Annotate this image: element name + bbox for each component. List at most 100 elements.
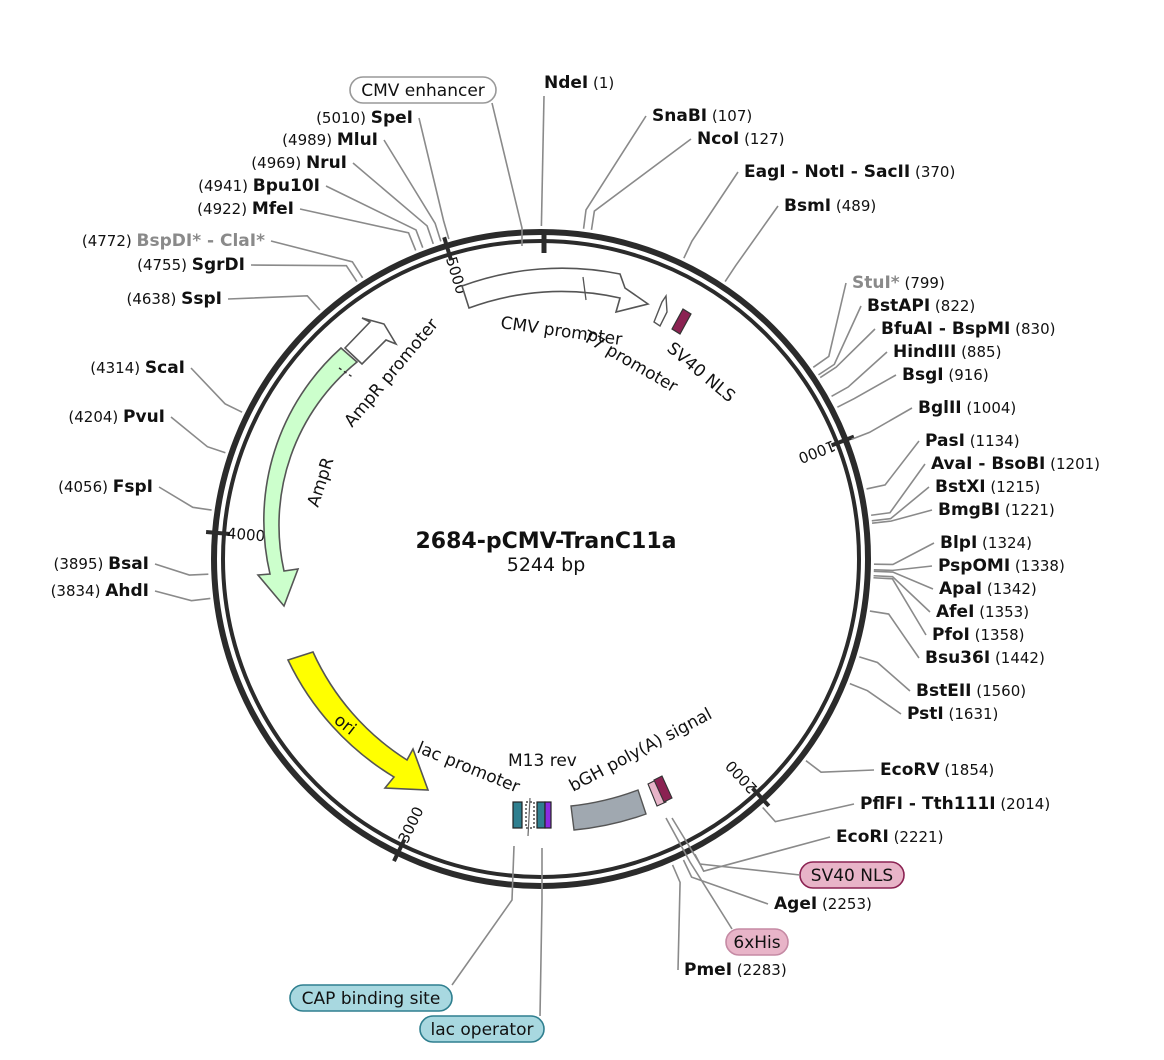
enzyme-name: BfuAI [881, 319, 933, 339]
leader-BmgBI [871, 509, 933, 524]
site-label-BstXI: BstXI (1215) [935, 477, 1040, 497]
site-position: (5010) [316, 109, 371, 127]
site-position: (4204) [68, 408, 123, 426]
site-label-BspDI*-ClaI*: (4772) BspDI* - ClaI* [82, 231, 265, 251]
tick-label-4000: 4000 [226, 524, 266, 545]
enzyme-name: Bsu36I [925, 648, 990, 668]
site-position: (1342) [982, 580, 1037, 598]
site-label-StuI*: StuI* (799) [852, 273, 945, 293]
site-label-BmgBI: BmgBI (1221) [938, 500, 1055, 520]
enzyme-name: PmeI [684, 960, 732, 980]
site-position: (1201) [1045, 455, 1100, 473]
backbone-outer-ring [211, 229, 871, 889]
enzyme-name: PasI [925, 431, 965, 451]
ampr-promoter-label: AmpR promoter [341, 315, 443, 431]
leader-BfuAI [819, 328, 876, 379]
site-label-SspI: (4638) SspI [126, 289, 222, 309]
enzyme-name: HindIII [893, 342, 956, 362]
site-leader-lines [154, 95, 935, 971]
site-position: (4969) [251, 154, 306, 172]
enzyme-name: BstEII [916, 681, 971, 701]
cmv-enhancer-label: CMV enhancer [361, 81, 485, 101]
leader-SnaBI [582, 115, 647, 229]
site-label-HindIII: HindIII (885) [893, 342, 1001, 362]
enzyme-name: ClaI* [220, 231, 265, 251]
enzyme-name: EcoRV [880, 760, 940, 780]
t7-promoter-arrow [653, 293, 668, 328]
tick-mark-4000 [205, 530, 231, 536]
backbone-inner-ring [221, 239, 861, 879]
enzyme-name: BspDI* [137, 231, 202, 251]
leader-ScaI [190, 367, 243, 413]
enzyme-name: ScaI [145, 358, 185, 378]
site-position: (107) [707, 107, 752, 125]
ampr-arrow [256, 346, 359, 608]
site-label-EagI-NotI-SacII: EagI - NotI - SacII (370) [744, 162, 955, 182]
site-label-NdeI: NdeI (1) [544, 73, 614, 93]
his-pill-leader [665, 817, 733, 930]
site-label-EcoRI: EcoRI (2221) [836, 827, 943, 847]
lac-promoter-label: lac promoter [414, 738, 522, 797]
enzyme-name: PstI [907, 704, 944, 724]
site-label-MfeI: (4922) MfeI [197, 199, 294, 219]
enzyme-name: BspMI [952, 319, 1011, 339]
enzyme-name: ApaI [939, 579, 982, 599]
leader-BglII [851, 407, 913, 441]
bgh-polya-box [570, 789, 647, 831]
site-label-PasI: PasI (1134) [925, 431, 1020, 451]
site-label-AvaI-BsoBI: AvaI - BsoBI (1201) [931, 454, 1100, 474]
site-label-NruI: (4969) NruI [251, 153, 347, 173]
site-position: (1353) [974, 603, 1029, 621]
site-position: (1854) [940, 761, 995, 779]
site-label-BglII: BglII (1004) [918, 398, 1016, 418]
site-position: (1215) [986, 478, 1041, 496]
enzyme-name: NotI [805, 162, 845, 182]
enzyme-name: SacII [864, 162, 910, 182]
cmv-enhancer-leader [491, 102, 523, 246]
site-label-BstEII: BstEII (1560) [916, 681, 1026, 701]
m13-tick [527, 797, 531, 837]
tick-mark-5000 [442, 236, 453, 261]
enzyme-name: StuI* [852, 273, 900, 293]
t7-promoter-label: T7 promoter [579, 327, 681, 398]
lac-operator-leader [539, 848, 543, 1017]
site-label-SnaBI: SnaBI (107) [652, 106, 752, 126]
tick-label-2000: 2000 [722, 757, 761, 797]
leader-Bsu36I [869, 610, 920, 659]
site-label-NcoI: NcoI (127) [697, 129, 784, 149]
site-position: (830) [1010, 320, 1055, 338]
leader-EcoRV [805, 760, 875, 774]
site-label-Bsu36I: Bsu36I (1442) [925, 648, 1045, 668]
site-position: (4941) [198, 177, 253, 195]
site-label-SpeI: (5010) SpeI [316, 108, 413, 128]
leader-BsaI [154, 563, 209, 576]
site-label-BsgI: BsgI (916) [902, 365, 989, 385]
site-label-BfuAI-BspMI: BfuAI - BspMI (830) [881, 319, 1055, 339]
enzyme-name: EagI [744, 162, 786, 182]
m13-rev-label: M13 rev [508, 751, 577, 771]
enzyme-name: AhdI [105, 581, 149, 601]
site-position: (4989) [282, 131, 337, 149]
site-position: (4772) [82, 232, 137, 250]
enzyme-name: AvaI [931, 454, 972, 474]
site-position: (1134) [965, 432, 1020, 450]
leader-MluI [383, 139, 442, 242]
site-label-BstAPI: BstAPI (822) [867, 296, 975, 316]
cmv-promoter-arrow [461, 267, 650, 314]
lac-operator-pill: lac operator [419, 1015, 545, 1043]
leader-BsmI [724, 205, 779, 282]
enzyme-name: BlpI [940, 533, 977, 553]
leader-MfeI [299, 208, 417, 251]
enzyme-name: NdeI [544, 73, 588, 93]
sv40-nls-pill-leader [671, 817, 801, 876]
leader-NruI [352, 162, 435, 245]
leader-SspI [227, 294, 321, 311]
enzyme-name: Bpu10I [253, 176, 320, 196]
tick-mark-2000 [751, 786, 771, 808]
plasmid-name: 2684-pCMV-TranC11a [415, 529, 676, 554]
ampr-label: AmpR [304, 455, 339, 510]
leader-AvaI [871, 463, 926, 517]
enzyme-name: PflFI [860, 794, 903, 814]
site-position: (2014) [996, 795, 1051, 813]
